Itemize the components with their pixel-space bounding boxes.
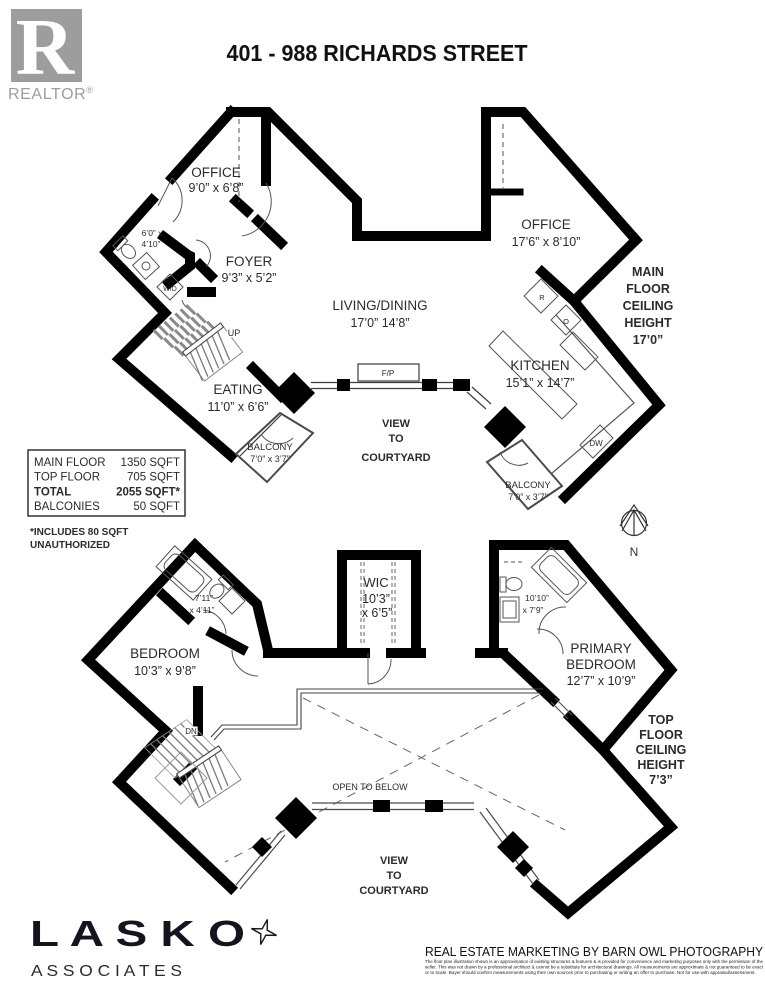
svg-text:12’7” x 10’9”: 12’7” x 10’9” bbox=[567, 674, 636, 688]
svg-text:COURTYARD: COURTYARD bbox=[359, 885, 428, 897]
svg-text:CEILING: CEILING bbox=[623, 299, 674, 313]
svg-text:BEDROOM: BEDROOM bbox=[130, 646, 200, 661]
svg-text:BEDROOM: BEDROOM bbox=[566, 657, 636, 672]
svg-text:FOYER: FOYER bbox=[226, 254, 273, 269]
svg-text:x 4’11”: x 4’11” bbox=[190, 605, 215, 615]
svg-text:BALCONIES: BALCONIES bbox=[34, 501, 100, 513]
svg-text:The floor plan illustration sh: The floor plan illustration shown is an … bbox=[425, 959, 763, 964]
svg-text:A S S O C I A T E S: A S S O C I A T E S bbox=[31, 963, 182, 980]
svg-text:VIEW: VIEW bbox=[382, 418, 411, 430]
svg-text:401 - 988 RICHARDS STREET: 401 - 988 RICHARDS STREET bbox=[227, 40, 528, 66]
svg-text:50 SQFT: 50 SQFT bbox=[133, 501, 180, 513]
svg-text:17’6” x 8’10”: 17’6” x 8’10” bbox=[512, 235, 581, 249]
svg-text:TO: TO bbox=[386, 870, 402, 882]
svg-text:x 6’5”: x 6’5” bbox=[362, 606, 393, 620]
svg-text:9’0” x 6’8”: 9’0” x 6’8” bbox=[189, 181, 244, 195]
svg-text:10’10”: 10’10” bbox=[525, 593, 549, 603]
svg-text:BALCONY: BALCONY bbox=[247, 442, 293, 453]
svg-text:HEIGHT: HEIGHT bbox=[637, 758, 685, 772]
svg-text:MAIN: MAIN bbox=[632, 265, 664, 279]
svg-text:EATING: EATING bbox=[213, 382, 262, 397]
svg-text:11’0” x 6’6”: 11’0” x 6’6” bbox=[208, 400, 269, 414]
svg-text:7’3”: 7’3” bbox=[649, 773, 673, 787]
svg-text:17’0” 14’8”: 17’0” 14’8” bbox=[350, 316, 409, 330]
svg-text:10’3”: 10’3” bbox=[362, 592, 390, 606]
svg-text:DW: DW bbox=[589, 439, 603, 448]
svg-text:CEILING: CEILING bbox=[636, 743, 687, 757]
svg-text:9’3” x 5’2”: 9’3” x 5’2” bbox=[222, 271, 277, 285]
svg-text:R: R bbox=[16, 2, 76, 92]
svg-text:OFFICE: OFFICE bbox=[521, 217, 571, 232]
svg-text:7’0” x 3’7”: 7’0” x 3’7” bbox=[508, 492, 548, 502]
svg-text:6’0” x: 6’0” x bbox=[142, 228, 164, 238]
svg-text:REAL ESTATE MARKETING BY BARN: REAL ESTATE MARKETING BY BARN OWL PHOTOG… bbox=[425, 944, 763, 959]
svg-text:UNAUTHORIZED: UNAUTHORIZED bbox=[30, 540, 110, 551]
svg-text:seller. This was not drawn by: seller. This was not drawn by a professi… bbox=[425, 964, 764, 969]
svg-text:10’3” x 9’8”: 10’3” x 9’8” bbox=[134, 664, 196, 678]
svg-text:PRIMARY: PRIMARY bbox=[570, 641, 631, 656]
svg-text:KITCHEN: KITCHEN bbox=[510, 358, 569, 373]
svg-text:4’10”: 4’10” bbox=[142, 239, 161, 249]
svg-text:TOTAL: TOTAL bbox=[34, 486, 71, 498]
svg-text:15’1” x 14’7”: 15’1” x 14’7” bbox=[506, 376, 575, 390]
svg-text:TO: TO bbox=[388, 433, 404, 445]
svg-text:17’0”: 17’0” bbox=[633, 333, 664, 347]
svg-text:COURTYARD: COURTYARD bbox=[361, 452, 430, 464]
svg-text:7’11”: 7’11” bbox=[195, 593, 213, 603]
svg-text:1350 SQFT: 1350 SQFT bbox=[121, 457, 180, 469]
svg-text:FLOOR: FLOOR bbox=[626, 282, 670, 296]
svg-text:N: N bbox=[630, 545, 639, 559]
svg-text:OPEN TO BELOW: OPEN TO BELOW bbox=[332, 782, 408, 792]
svg-text:LIVING/DINING: LIVING/DINING bbox=[332, 298, 427, 313]
svg-text:2055 SQFT*: 2055 SQFT* bbox=[116, 486, 180, 498]
svg-text:L A S K O: L A S K O bbox=[30, 913, 245, 954]
svg-text:REALTOR®: REALTOR® bbox=[8, 85, 94, 103]
svg-text:DN: DN bbox=[185, 727, 197, 736]
svg-text:705 SQFT: 705 SQFT bbox=[127, 472, 180, 484]
svg-text:TOP FLOOR: TOP FLOOR bbox=[34, 472, 100, 484]
svg-text:7’0” x 3’7”: 7’0” x 3’7” bbox=[250, 454, 290, 464]
svg-text:OFFICE: OFFICE bbox=[191, 165, 241, 180]
svg-text:MAIN FLOOR: MAIN FLOOR bbox=[34, 457, 106, 469]
svg-text:HEIGHT: HEIGHT bbox=[624, 316, 672, 330]
svg-text:W/D: W/D bbox=[163, 286, 177, 293]
svg-text:x 7’9”: x 7’9” bbox=[523, 605, 544, 615]
svg-text:VIEW: VIEW bbox=[380, 855, 409, 867]
svg-text:TOP: TOP bbox=[648, 713, 673, 727]
svg-text:UP: UP bbox=[228, 328, 241, 338]
svg-text:or to scale. Buyer should conf: or to scale. Buyer should confirm measur… bbox=[425, 970, 756, 975]
svg-text:*INCLUDES 80 SQFT: *INCLUDES 80 SQFT bbox=[30, 527, 128, 538]
svg-text:WIC: WIC bbox=[363, 575, 388, 590]
svg-text:R: R bbox=[539, 293, 545, 302]
svg-text:O: O bbox=[563, 317, 569, 326]
svg-text:BALCONY: BALCONY bbox=[505, 480, 551, 491]
svg-text:F/P: F/P bbox=[382, 369, 394, 378]
svg-text:FLOOR: FLOOR bbox=[639, 728, 683, 742]
